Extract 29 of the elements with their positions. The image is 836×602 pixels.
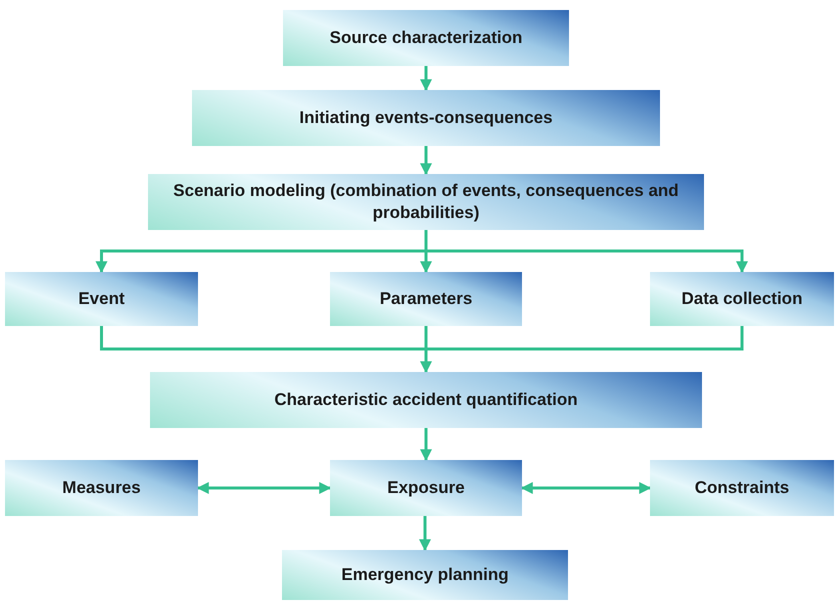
process-box — [192, 90, 660, 146]
arrow — [419, 516, 431, 552]
arrow — [424, 230, 748, 274]
box-label: Data collection — [682, 288, 802, 310]
process-box — [650, 272, 834, 326]
box-label: Exposure — [387, 477, 465, 499]
box-label: Event — [78, 288, 125, 310]
arrow — [420, 146, 432, 176]
process-box — [282, 550, 568, 600]
arrow — [520, 482, 652, 494]
box-label: Characteristic accident quantification — [274, 389, 578, 411]
arrow — [420, 428, 432, 462]
process-box — [283, 10, 569, 66]
process-box — [150, 372, 702, 428]
arrow — [420, 66, 432, 92]
box-label: Measures — [62, 477, 141, 499]
box-label: Parameters — [380, 288, 472, 310]
process-box — [330, 272, 522, 326]
box-label: Constraints — [694, 477, 790, 499]
process-box — [148, 174, 704, 230]
box-label: Initiating events-consequences — [299, 107, 553, 129]
process-box — [5, 460, 198, 516]
process-box — [330, 460, 522, 516]
process-box — [650, 460, 834, 516]
box-label: Emergency planning — [341, 564, 509, 586]
arrow — [196, 482, 332, 494]
box-label: Source characterization — [330, 27, 522, 49]
box-label: Scenario modeling (combination of events, consequences and probabilities) — [172, 180, 680, 224]
process-box — [5, 272, 198, 326]
